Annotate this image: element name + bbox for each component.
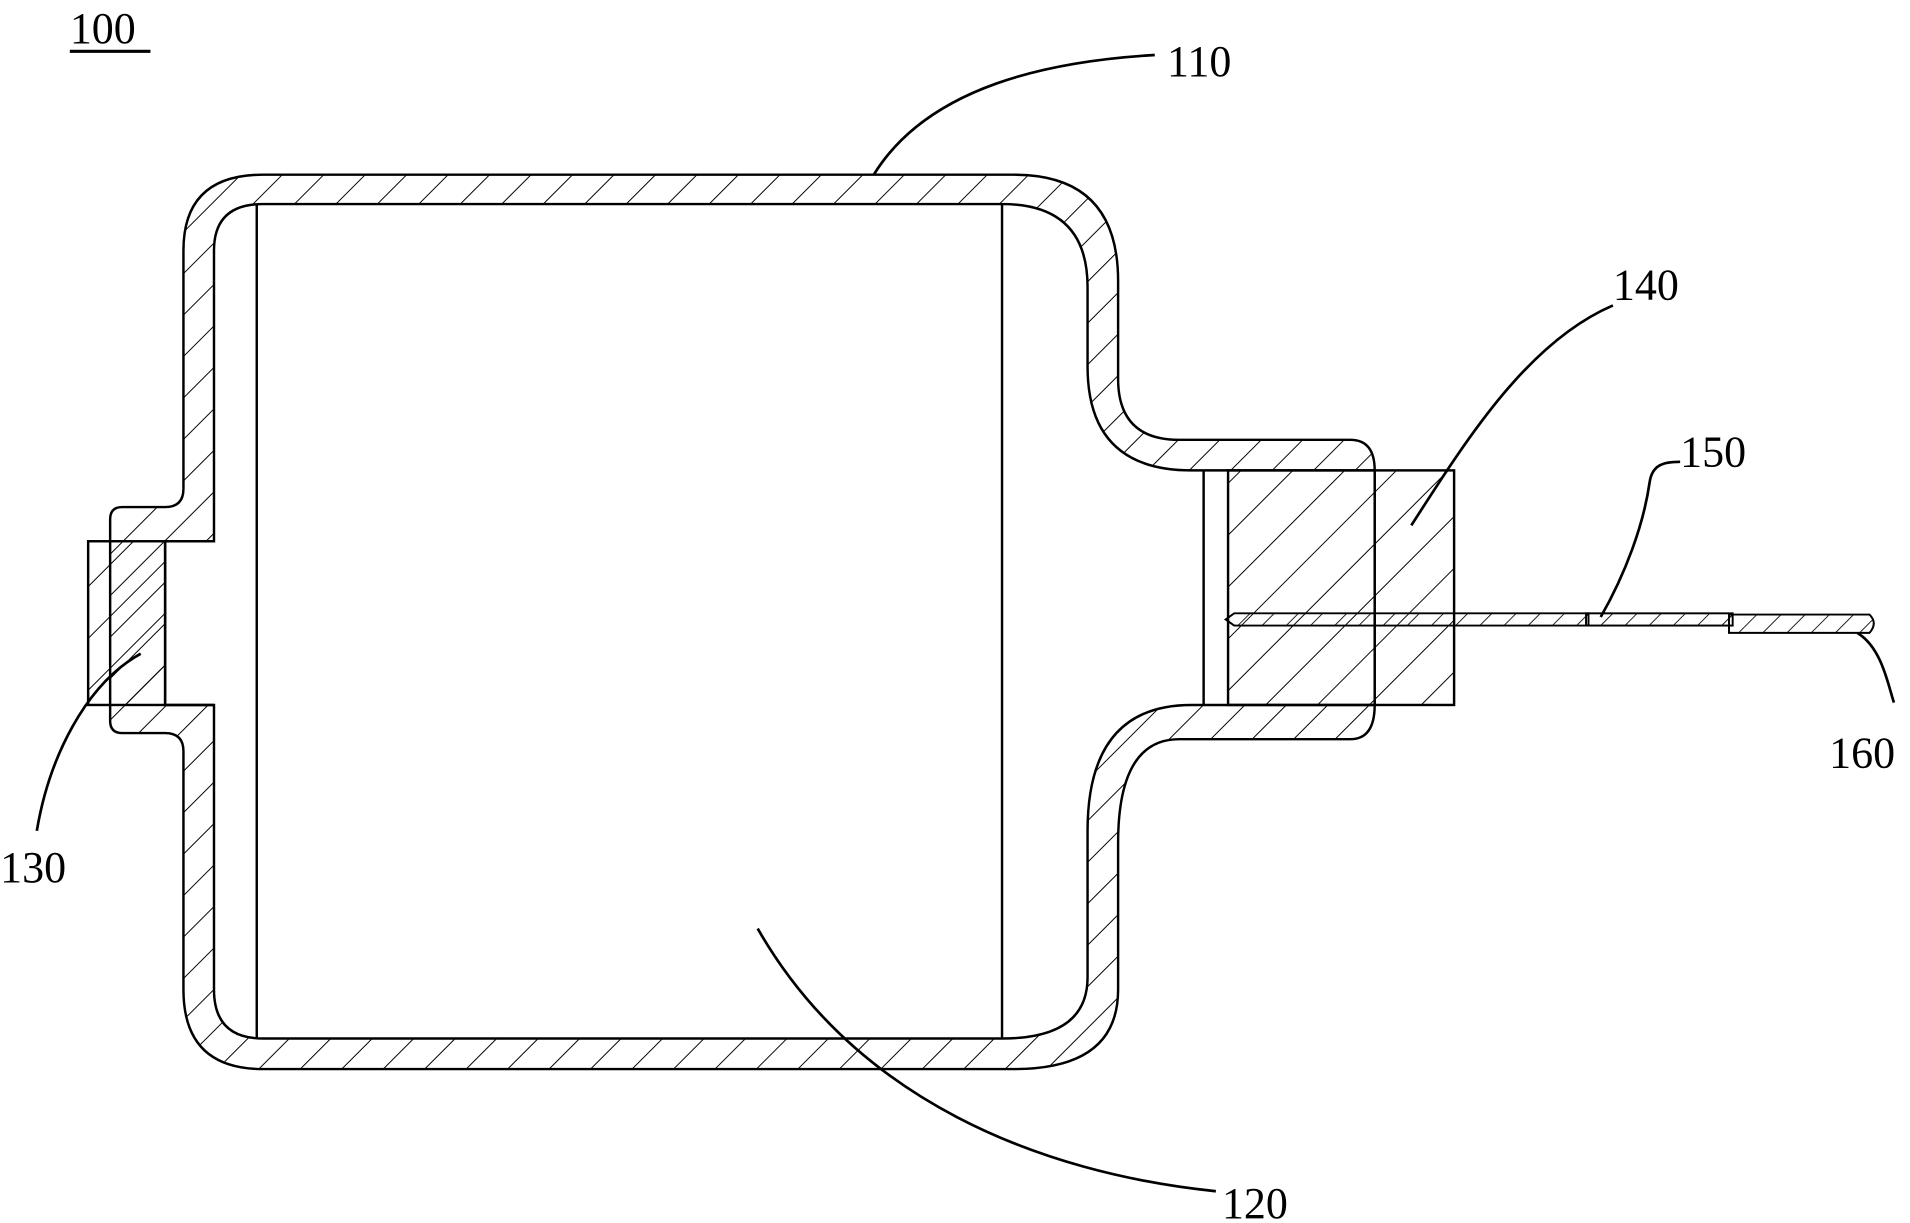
label-130: 130 — [0, 843, 66, 892]
tab-segment — [1585, 612, 1734, 627]
tab-end-160 — [1728, 613, 1875, 634]
leader-140 — [1410, 304, 1614, 527]
leader-150 — [1599, 460, 1681, 618]
label-140: 140 — [1613, 260, 1679, 309]
assembly-label: 100 — [70, 4, 136, 53]
leader-160 — [1856, 631, 1896, 703]
leader-120 — [756, 927, 1216, 1193]
housing-cavity — [163, 202, 1376, 1040]
block-140 — [1226, 469, 1456, 707]
label-110: 110 — [1167, 37, 1231, 86]
cap-130 — [86, 540, 167, 707]
label-120: 120 — [1222, 1179, 1288, 1223]
tab-150 — [1223, 612, 1590, 627]
label-150: 150 — [1680, 428, 1746, 477]
leader-130 — [35, 652, 142, 832]
label-160: 160 — [1829, 728, 1895, 777]
leader-110 — [872, 53, 1155, 176]
